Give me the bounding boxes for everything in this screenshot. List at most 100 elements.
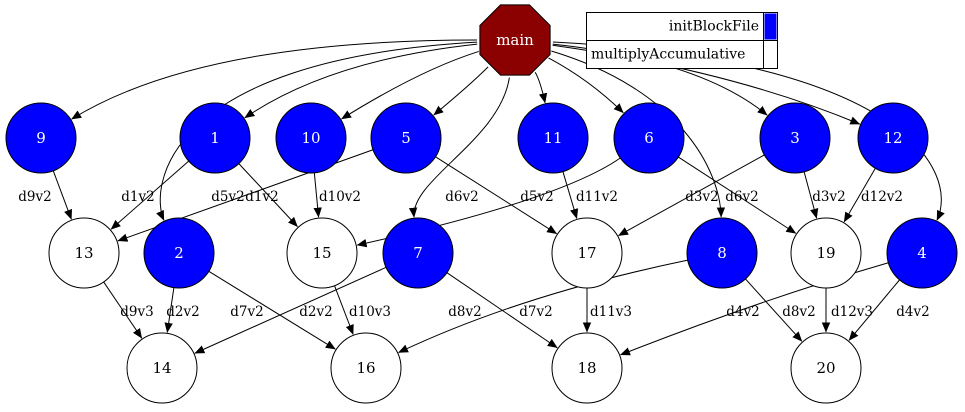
- node-shape-8: [686, 217, 758, 289]
- edge-main-to-7: [408, 77, 510, 218]
- edge-3-to-17: [618, 154, 765, 237]
- node-main: main: [479, 4, 551, 76]
- node-shape-1: [179, 102, 251, 174]
- node-6: 6: [613, 102, 685, 174]
- edge-7-to-18: [446, 272, 558, 349]
- node-label-main: main: [496, 31, 534, 49]
- node-8: 8: [686, 217, 758, 289]
- edge-label-7-to-14: d7v2: [230, 304, 263, 320]
- edge-label-4-to-18: d4v2: [726, 304, 759, 320]
- node-15: 15: [286, 217, 358, 289]
- edge-label-12-to-19: d12v2: [861, 189, 903, 205]
- node-shape-18: [551, 332, 623, 404]
- edge-15-to-16: [334, 285, 354, 335]
- node-shape-6: [613, 102, 685, 174]
- edge-11-to-17: [562, 171, 579, 219]
- edge-3-to-19: [803, 171, 819, 219]
- edge-main-to-6: [548, 57, 624, 114]
- edge-label-9-to-13: d9v2: [18, 189, 51, 205]
- legend: initBlockFile multiplyAccumulative: [586, 12, 778, 69]
- node-label-1: 1: [210, 129, 220, 147]
- node-shape-12: [857, 102, 929, 174]
- node-shape-14: [126, 332, 198, 404]
- node-label-10: 10: [301, 129, 320, 147]
- node-label-11: 11: [543, 129, 562, 147]
- edge-9-to-13: [52, 170, 72, 220]
- edge-main-to-11: [534, 71, 548, 104]
- edge-5-to-17: [435, 156, 558, 235]
- node-shape-20: [790, 332, 862, 404]
- edge-12-to-19: [843, 167, 876, 223]
- edge-8-to-16: [398, 259, 688, 354]
- node-label-14: 14: [152, 359, 171, 377]
- node-shape-16: [330, 332, 402, 404]
- edge-label-4-to-20: d4v2: [896, 304, 929, 320]
- edge-8-to-20: [745, 278, 803, 342]
- node-12: 12: [857, 102, 929, 174]
- node-label-5: 5: [401, 129, 411, 147]
- node-19: 19: [790, 217, 862, 289]
- node-shape-2: [143, 217, 215, 289]
- node-label-6: 6: [644, 129, 654, 147]
- node-label-18: 18: [577, 359, 596, 377]
- legend-label-multiplyaccumulative: multiplyAccumulative: [591, 47, 745, 63]
- edge-label-11-to-17: d11v2: [576, 189, 618, 205]
- edge-label-7-to-18: d7v2: [519, 304, 552, 320]
- node-7: 7: [382, 217, 454, 289]
- node-label-8: 8: [717, 244, 727, 262]
- edge-label-19-to-20: d12v3: [831, 304, 873, 320]
- node-label-13: 13: [74, 244, 93, 262]
- node-label-17: 17: [577, 244, 596, 262]
- node-10: 10: [275, 102, 347, 174]
- node-shape-5: [370, 102, 442, 174]
- nodes-layer: main 9 1 10 5 11 6 3 12 13 2 15 7 17 8 19 4 14 16 18 20: [5, 4, 958, 404]
- node-shape-11: [517, 102, 589, 174]
- node-label-3: 3: [790, 129, 800, 147]
- edge-main-to-10: [341, 50, 479, 120]
- node-2: 2: [143, 217, 215, 289]
- edge-13-to-14: [103, 281, 143, 339]
- edge-label-2-to-16: d2v2: [299, 304, 332, 320]
- edge-4-to-20: [848, 279, 900, 341]
- edge-main-to-5: [433, 66, 489, 116]
- edge-1-to-13: [110, 160, 190, 230]
- node-label-16: 16: [356, 359, 375, 377]
- node-shape-3: [759, 102, 831, 174]
- edge-label-13-to-14: d9v3: [120, 304, 153, 320]
- node-shape-19: [790, 217, 862, 289]
- node-label-19: 19: [816, 244, 835, 262]
- edge-label-5-to-17: d5v2: [520, 189, 553, 205]
- edge-label-3-to-17: d3v2: [685, 189, 718, 205]
- legend-label-initblockfile: initBlockFile: [669, 19, 759, 35]
- node-13: 13: [48, 217, 120, 289]
- node-shape-17: [551, 217, 623, 289]
- node-5: 5: [370, 102, 442, 174]
- edge-label-1-to-13: d1v2: [121, 189, 154, 205]
- edge-label-17-to-18: d11v3: [590, 304, 632, 320]
- node-11: 11: [517, 102, 589, 174]
- edge-label-3-to-19: d3v2: [812, 189, 845, 205]
- node-18: 18: [551, 332, 623, 404]
- node-4: 4: [886, 217, 958, 289]
- edge-label-6-to-19: d6v2: [725, 189, 758, 205]
- edge-2-to-14: [164, 287, 175, 333]
- node-20: 20: [790, 332, 862, 404]
- edge-label-8-to-16: d8v2: [448, 304, 481, 320]
- edge-label-2-to-14: d2v2: [166, 304, 199, 320]
- node-label-2: 2: [174, 244, 184, 262]
- edge-10-to-15: [313, 172, 322, 218]
- edge-main-to-1: [244, 43, 478, 119]
- node-3: 3: [759, 102, 831, 174]
- node-1: 1: [179, 102, 251, 174]
- edge-label-8-to-20: d8v2: [782, 304, 815, 320]
- node-shape-9: [5, 102, 77, 174]
- node-label-12: 12: [883, 129, 902, 147]
- edge-label-6-to-15: d6v2: [445, 189, 478, 205]
- edge-6-to-19: [678, 156, 797, 234]
- edge-label-1-to-15: d1v2: [245, 189, 278, 205]
- edge-label-10-to-15: d10v2: [319, 189, 361, 205]
- edge-2-to-16: [208, 270, 336, 350]
- node-label-9: 9: [36, 129, 46, 147]
- node-shape-13: [48, 217, 120, 289]
